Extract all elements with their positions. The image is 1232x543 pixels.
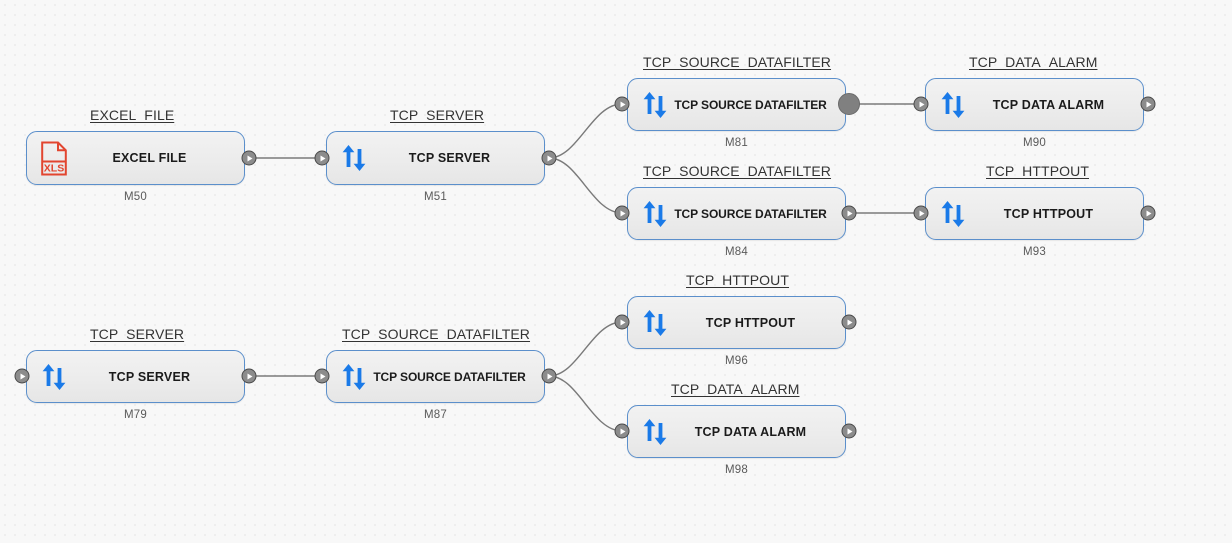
node-id-label: M84	[725, 246, 748, 258]
node-title-m79: TCP_SERVER	[90, 326, 185, 342]
node-label: TCP SOURCE DATAFILTER	[674, 97, 827, 112]
up-down-arrows-icon	[640, 88, 670, 122]
node-m98[interactable]: TCP DATA ALARM	[627, 405, 846, 458]
input-port[interactable]	[614, 205, 630, 221]
node-m51[interactable]: TCP SERVER	[326, 131, 545, 185]
edge-m51-m84[interactable]	[548, 157, 623, 214]
node-label: TCP HTTPOUT	[1003, 206, 1094, 221]
node-m84[interactable]: TCP SOURCE DATAFILTER	[627, 187, 846, 240]
node-title-m51: TCP_SERVER	[390, 107, 485, 123]
edge-m51-m81[interactable]	[548, 103, 623, 159]
node-id-label: M79	[124, 409, 147, 421]
input-port[interactable]	[913, 96, 929, 112]
svg-text:XLS: XLS	[44, 162, 64, 174]
output-port[interactable]	[841, 314, 857, 330]
node-id-label: M51	[424, 191, 447, 203]
edge-m87-m96[interactable]	[548, 321, 623, 377]
xls-file-icon: XLS	[39, 141, 69, 175]
up-down-arrows-icon	[938, 88, 968, 122]
node-id-label: M98	[725, 464, 748, 476]
output-port[interactable]	[241, 368, 257, 384]
output-port[interactable]	[841, 423, 857, 439]
node-m79[interactable]: TCP SERVER	[26, 350, 245, 403]
node-label: TCP SERVER	[108, 369, 191, 384]
node-id-label: M90	[1023, 137, 1046, 149]
node-label: TCP DATA ALARM	[694, 424, 807, 439]
output-port[interactable]	[1140, 205, 1156, 221]
output-port-highlighted[interactable]	[838, 93, 860, 115]
input-port[interactable]	[614, 96, 630, 112]
node-title-m87: TCP_SOURCE_DATAFILTER	[342, 326, 531, 342]
input-port[interactable]	[14, 368, 30, 384]
output-port[interactable]	[541, 368, 557, 384]
node-title-m81: TCP_SOURCE_DATAFILTER	[643, 54, 832, 70]
up-down-arrows-icon	[640, 197, 670, 231]
node-m90[interactable]: TCP DATA ALARM	[925, 78, 1144, 131]
up-down-arrows-icon	[640, 415, 670, 449]
node-title-m96: TCP_HTTPOUT	[686, 272, 789, 288]
node-id-label: M87	[424, 409, 447, 421]
input-port[interactable]	[614, 314, 630, 330]
node-m87[interactable]: TCP SOURCE DATAFILTER	[326, 350, 545, 403]
node-label: TCP HTTPOUT	[705, 315, 796, 330]
node-id-label: M81	[725, 137, 748, 149]
node-m96[interactable]: TCP HTTPOUT	[627, 296, 846, 349]
node-label: TCP SERVER	[408, 151, 491, 165]
input-port[interactable]	[314, 150, 330, 166]
node-title-m90: TCP_DATA_ALARM	[969, 54, 1098, 70]
up-down-arrows-icon	[339, 141, 369, 175]
node-label: TCP DATA ALARM	[992, 97, 1105, 112]
edge-m87-m98[interactable]	[548, 375, 623, 432]
node-label: TCP SOURCE DATAFILTER	[373, 369, 526, 384]
node-title-m98: TCP_DATA_ALARM	[671, 381, 800, 397]
node-m81[interactable]: TCP SOURCE DATAFILTER	[627, 78, 846, 131]
output-port[interactable]	[841, 205, 857, 221]
node-m93[interactable]: TCP HTTPOUT	[925, 187, 1144, 240]
up-down-arrows-icon	[640, 306, 670, 340]
output-port[interactable]	[541, 150, 557, 166]
up-down-arrows-icon	[938, 197, 968, 231]
node-title-m84: TCP_SOURCE_DATAFILTER	[643, 163, 832, 179]
node-id-label: M93	[1023, 246, 1046, 258]
up-down-arrows-icon	[39, 360, 69, 394]
node-id-label: M50	[124, 191, 147, 203]
input-port[interactable]	[614, 423, 630, 439]
node-id-label: M96	[725, 355, 748, 367]
node-title-m50: EXCEL_FILE	[90, 107, 175, 123]
node-label: EXCEL FILE	[112, 151, 187, 165]
up-down-arrows-icon	[339, 360, 369, 394]
input-port[interactable]	[913, 205, 929, 221]
node-title-m93: TCP_HTTPOUT	[986, 163, 1089, 179]
node-label: TCP SOURCE DATAFILTER	[674, 206, 827, 221]
output-port[interactable]	[1140, 96, 1156, 112]
node-m50[interactable]: XLS EXCEL FILE	[26, 131, 245, 185]
input-port[interactable]	[314, 368, 330, 384]
output-port[interactable]	[241, 150, 257, 166]
